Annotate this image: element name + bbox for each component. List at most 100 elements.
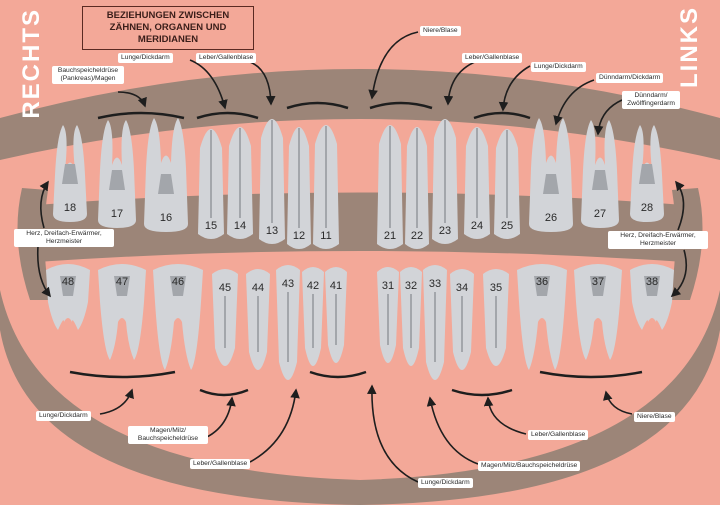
arrow [366, 384, 419, 483]
arrow [603, 390, 633, 415]
bracket-line [199, 388, 249, 397]
lower-tooth [450, 269, 474, 370]
arrow [249, 388, 300, 463]
label-liver-gall-lower-right: Leber/Gallenblase [190, 459, 251, 469]
upper-tooth-number: 18 [63, 202, 77, 214]
arrow [593, 99, 623, 136]
upper-tooth-number: 22 [410, 230, 424, 242]
arrow [553, 79, 595, 126]
lower-tooth-number: 31 [381, 280, 395, 292]
upper-tooth [198, 129, 224, 239]
arrow [670, 249, 688, 298]
lower-tooth-number: 42 [306, 280, 320, 292]
upper-tooth-number: 11 [320, 230, 332, 242]
upper-tooth [432, 119, 458, 244]
upper-tooth [144, 118, 188, 232]
lower-tooth [574, 264, 622, 360]
bracket-line [369, 101, 433, 110]
lower-tooth-number: 33 [428, 278, 442, 290]
label-liver-gall-upper-left: Leber/Gallenblase [462, 53, 523, 63]
lower-tooth [153, 264, 203, 370]
upper-tooth-number: 12 [292, 230, 306, 242]
upper-tooth-number: 15 [204, 220, 218, 232]
label-lung-colon-lower-center: Lunge/Dickdarm [418, 478, 473, 488]
arrow [36, 245, 51, 298]
upper-tooth-number: 25 [500, 220, 514, 232]
lower-tooth [98, 264, 146, 360]
label-lung-colon-lower-right: Lunge/Dickdarm [36, 411, 91, 421]
lower-tooth [400, 267, 422, 366]
arrow [249, 61, 276, 106]
lower-tooth [212, 269, 238, 366]
upper-tooth [313, 125, 339, 249]
jaw-band [0, 69, 720, 505]
upper-tooth-number: 17 [110, 208, 124, 220]
upper-tooth-number: 21 [383, 230, 397, 242]
upper-tooth-number: 16 [159, 212, 173, 224]
label-stomach-spleen-lower-right: Magen/Milz/ Bauchspeicheldrüse [128, 426, 208, 444]
diagram-title: BEZIEHUNGEN ZWISCHEN ZÄHNEN, ORGANEN UND… [82, 6, 254, 50]
side-label-right: RECHTS [18, 8, 45, 119]
upper-tooth [98, 120, 136, 228]
upper-tooth [53, 125, 87, 222]
lower-tooth [325, 267, 347, 363]
label-kidney-bladder-lower: Niere/Blase [634, 412, 675, 422]
upper-tooth [630, 125, 664, 222]
lower-tooth-number: 43 [281, 278, 295, 290]
arrow [483, 396, 527, 435]
lower-tooth [276, 265, 300, 380]
arrow [498, 65, 531, 112]
arrow [426, 396, 479, 465]
upper-tooth [227, 127, 253, 239]
lower-tooth [377, 267, 399, 363]
upper-tooth [287, 127, 311, 249]
lower-tooth-number: 41 [329, 280, 343, 292]
label-liver-gall-lower-left: Leber/Gallenblase [528, 430, 589, 440]
arrow [39, 180, 49, 229]
lower-tooth-number: 36 [535, 276, 549, 288]
bracket-line [539, 370, 643, 379]
bracket-line [451, 388, 513, 397]
upper-tooth-number: 28 [640, 202, 654, 214]
upper-tooth-number: 27 [593, 208, 607, 220]
upper-tooth-number: 13 [265, 225, 279, 237]
bracket-line [473, 111, 531, 120]
side-label-left: LINKS [676, 6, 703, 88]
label-heart-left: Herz, Dreifach-Erwärmer, Herzmeister [608, 231, 708, 249]
lower-tooth-number: 32 [404, 280, 418, 292]
arrow [99, 388, 134, 415]
lower-tooth [46, 264, 90, 330]
lower-tooth-number: 37 [591, 276, 605, 288]
upper-tooth [259, 119, 285, 244]
label-lung-colon-upper-left: Lunge/Dickdarm [531, 62, 586, 72]
lower-tooth-number: 45 [218, 282, 232, 294]
arrow [189, 59, 228, 110]
label-heart-right: Herz, Dreifach-Erwärmer, Herzmeister [14, 229, 114, 247]
lower-tooth [630, 264, 674, 330]
label-lung-colon-upper-right: Lunge/Dickdarm [118, 53, 173, 63]
upper-tooth-number: 26 [544, 212, 558, 224]
bracket-line [69, 370, 176, 379]
lower-tooth [302, 267, 324, 366]
arrow [117, 91, 147, 108]
lower-tooth-number: 47 [115, 276, 129, 288]
label-pancreas-stomach: Bauchspeicheldrüse (Pankreas)/Magen [52, 66, 124, 84]
lower-tooth-number: 44 [251, 282, 265, 294]
lower-tooth [423, 265, 447, 380]
lower-teeth-group [46, 264, 674, 380]
label-liver-gall-upper-right: Leber/Gallenblase [196, 53, 257, 63]
bracket-line [97, 111, 185, 120]
upper-tooth-number: 24 [470, 220, 484, 232]
lower-tooth-number: 48 [61, 276, 75, 288]
bracket-line [196, 111, 259, 120]
upper-tooth-number: 23 [438, 225, 452, 237]
upper-tooth [529, 118, 573, 232]
upper-teeth-group [53, 118, 664, 249]
label-kidney-bladder-upper: Niere/Blase [420, 26, 461, 36]
upper-tooth [377, 125, 403, 249]
lower-tooth [483, 269, 509, 366]
bracket-line [286, 101, 349, 110]
lower-tooth-number: 38 [645, 276, 659, 288]
label-stomach-spleen-lower-left: Magen/Milz/Bauchspeicheldrüse [478, 461, 581, 471]
